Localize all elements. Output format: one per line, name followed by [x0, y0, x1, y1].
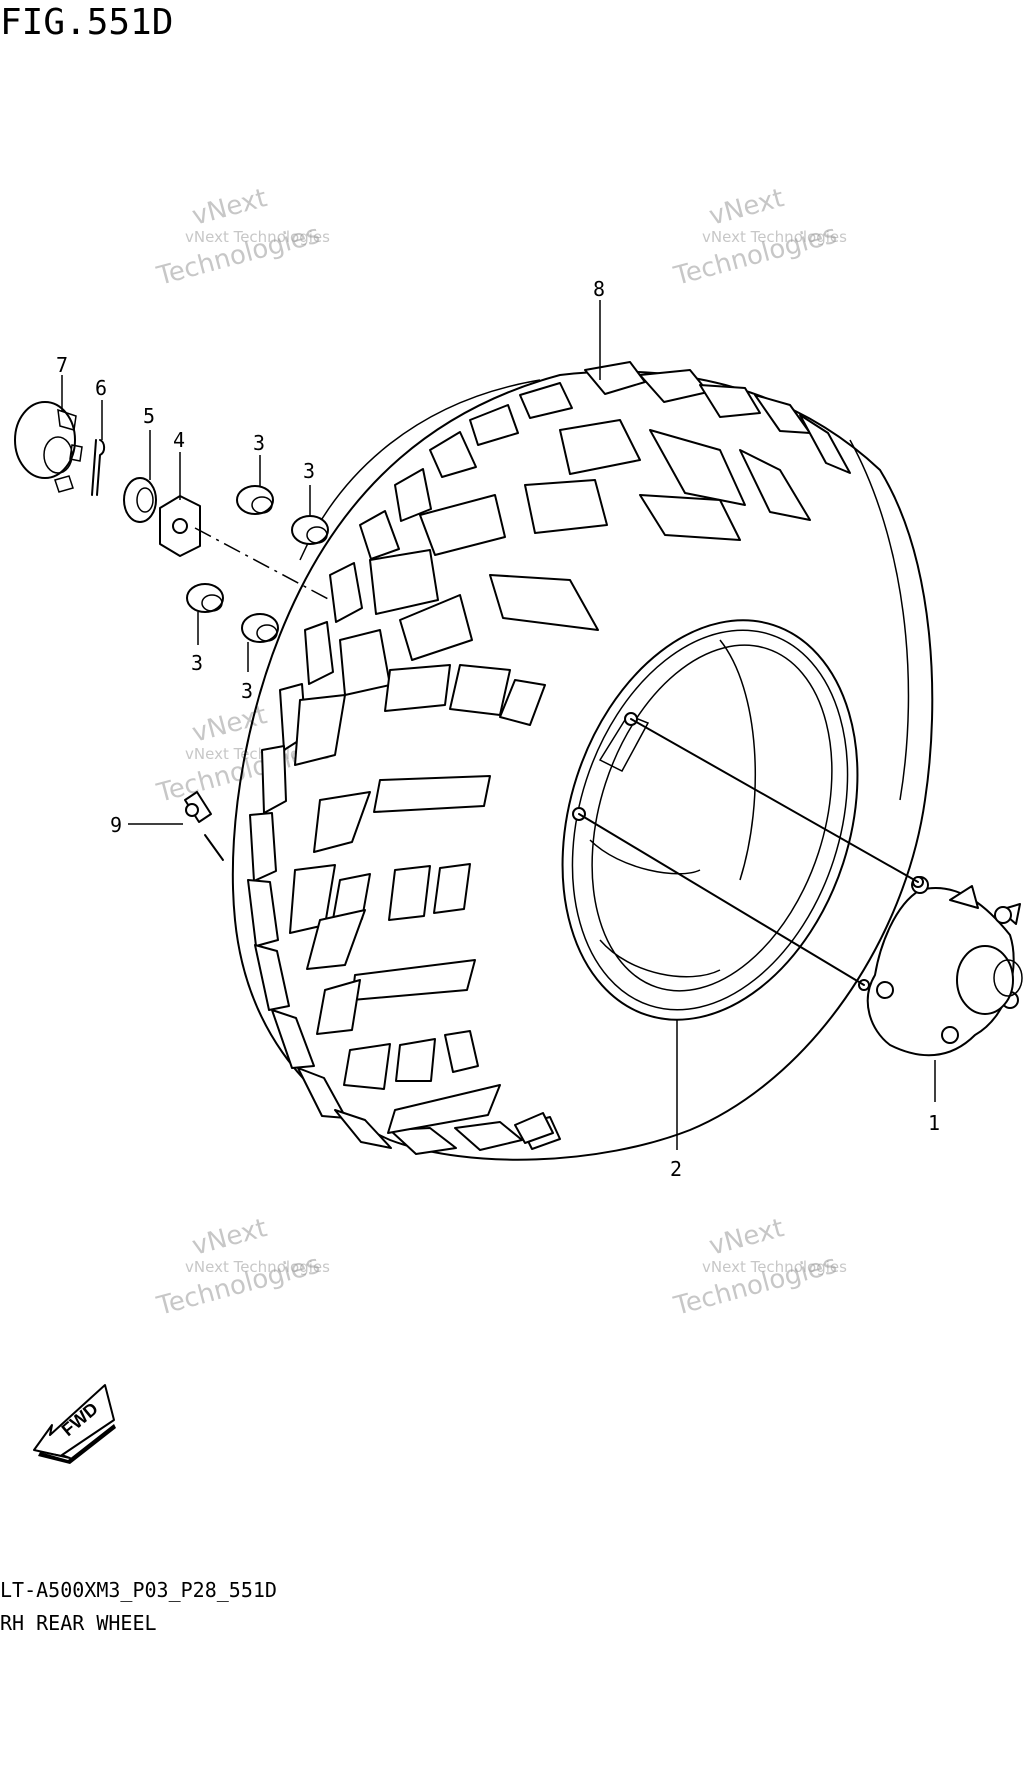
castle-nut	[14, 401, 83, 493]
wheel-hub	[858, 876, 1023, 1057]
svg-text:vNext: vNext	[189, 700, 270, 749]
callout-6: 6	[95, 376, 107, 400]
svg-text:vNext Technologies: vNext Technologies	[185, 745, 330, 763]
callout-7: 7	[56, 353, 68, 377]
callout-1: 1	[928, 1111, 940, 1135]
model-code: LT-A500XM3_P03_P28_551D	[0, 1578, 277, 1602]
svg-text:vNext: vNext	[706, 1213, 787, 1262]
svg-text:vNext: vNext	[706, 183, 787, 232]
wheel-nut-2	[291, 515, 329, 545]
callout-4: 4	[173, 428, 185, 452]
assembly-line-valve	[204, 834, 224, 861]
tire-tread	[247, 361, 851, 1155]
diagram-caption: RH REAR WHEEL	[0, 1611, 157, 1635]
watermark-top-left: vNext vNext Technologies Technologies	[153, 183, 330, 292]
watermark-bottom-right: vNext vNext Technologies Technologies	[670, 1213, 847, 1322]
tire-valve	[184, 791, 212, 823]
tire	[231, 361, 934, 1161]
callout-3d: 3	[241, 679, 253, 703]
svg-text:vNext Technologies: vNext Technologies	[185, 228, 330, 246]
assembly-line-axle	[194, 527, 331, 601]
callout-5: 5	[143, 404, 155, 428]
fwd-arrow-icon: FWD	[33, 1384, 116, 1464]
wheel-nut-1	[236, 485, 274, 515]
callout-3b: 3	[303, 459, 315, 483]
figure-title: FIG.551D	[0, 2, 173, 43]
svg-text:vNext Technologies: vNext Technologies	[702, 1258, 847, 1276]
callout-2: 2	[670, 1157, 682, 1181]
svg-text:vNext: vNext	[189, 1213, 270, 1262]
wheel-nut-3	[186, 583, 224, 613]
watermark-top-right: vNext vNext Technologies Technologies	[670, 183, 847, 292]
assembly-line-stud-2	[578, 813, 865, 986]
svg-text:vNext Technologies: vNext Technologies	[702, 228, 847, 246]
svg-text:vNext Technologies: vNext Technologies	[185, 1258, 330, 1276]
watermark-bottom-left: vNext vNext Technologies Technologies	[153, 1213, 330, 1322]
callout-3c: 3	[191, 651, 203, 675]
lock-washer-plate	[159, 495, 201, 557]
wheel-rim	[561, 619, 859, 1021]
callout-3a: 3	[253, 431, 265, 455]
wheel-nut-4	[241, 613, 279, 643]
callout-8: 8	[593, 277, 605, 301]
assembly-line-stud-1	[630, 718, 919, 883]
callout-9: 9	[110, 813, 122, 837]
cotter-pin	[91, 439, 106, 496]
washer	[123, 477, 157, 523]
svg-text:vNext: vNext	[189, 183, 270, 232]
leader-lines	[61, 300, 936, 1150]
